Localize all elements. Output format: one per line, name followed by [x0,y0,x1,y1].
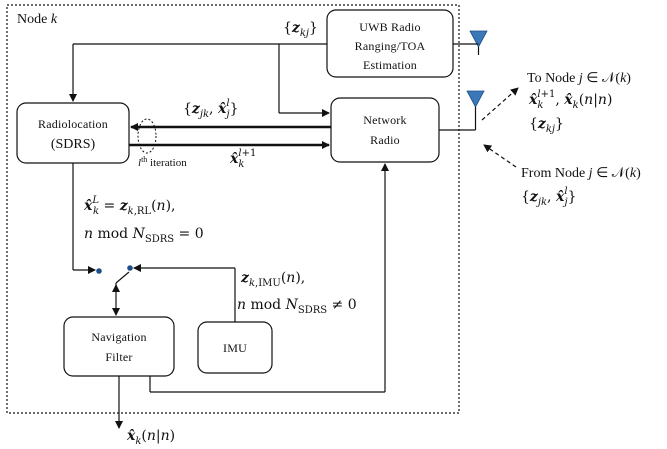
radiolocation-box: Radiolocation (SDRS) [16,102,130,164]
imu-to-switch-line [133,264,236,322]
label-to-z: {zkj} [529,116,564,135]
label-z-kj: {zkj} [283,20,318,39]
switch [96,265,133,316]
antenna-icon [439,90,485,131]
imu-label: IMU [223,341,247,355]
network-radio-box: Network Radio [330,97,440,163]
network-radio-line2: Radio [370,133,400,147]
node-label: Node k [17,12,58,27]
antenna-icon [453,30,488,55]
label-from-node: From Node j ∈ 𝒩(k) [521,166,641,181]
label-z-imu: zk,IMU(n), [240,270,305,289]
label-n-mod-eq: n mod NSDRS = 0 [84,226,204,245]
from-node-arrow [483,144,517,168]
node-boundary [6,4,460,414]
navigation-filter-box: Navigation Filter [63,316,175,377]
uwb-to-network-radio-line [278,44,330,117]
radiolocation-line1: Radiolocation [38,117,108,131]
label-output: x̂k(n|n) [126,428,175,447]
navigation-filter-line2: Filter [105,350,132,364]
label-iteration: lth iteration [138,155,187,169]
uwb-line2: Ranging/TOA [355,39,426,53]
imu-box: IMU [197,321,273,374]
label-to-node: To Node j ∈ 𝒩(k) [527,71,631,86]
uwb-to-radiolocation-line [69,43,327,102]
uwb-line3: Estimation [363,58,417,72]
uwb-line1: UWB Radio [359,20,420,34]
label-n-mod-neq: n mod NSDRS ≠ 0 [237,297,357,316]
network-radio-line1: Network [363,113,406,127]
to-node-arrow [481,87,519,121]
iteration-loop [137,118,157,154]
navigation-filter-line1: Navigation [91,330,146,344]
uwb-ranging-box: UWB Radio Ranging/TOA Estimation [326,9,454,78]
radiolocation-to-switch-line [72,163,96,274]
filter-to-network-radio-line [149,163,389,393]
radiolocation-line2: (SDRS) [51,137,96,152]
